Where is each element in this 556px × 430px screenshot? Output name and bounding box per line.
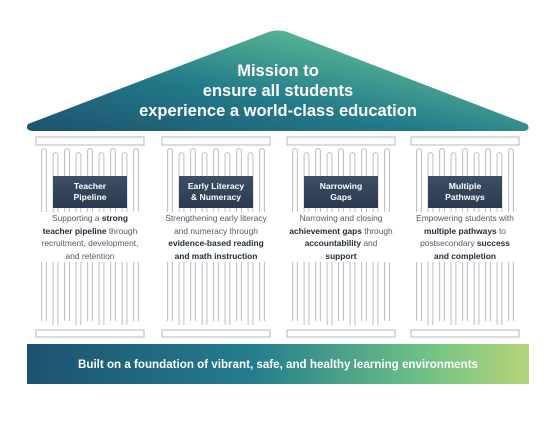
column-flute xyxy=(292,148,298,321)
column-flute xyxy=(485,148,491,321)
column-capital xyxy=(161,136,271,146)
description-text: through xyxy=(361,225,393,236)
column-flute xyxy=(64,148,70,321)
column-flute xyxy=(416,148,422,321)
description-emphasis: success and completion xyxy=(434,238,510,261)
column-flute xyxy=(87,148,93,321)
pillar-label-line: Pipeline xyxy=(73,192,107,202)
pillar-description-narrowing-gaps: Narrowing and closing achievement gaps t… xyxy=(289,212,393,263)
foundation-bar xyxy=(27,344,529,384)
column-flute xyxy=(133,148,139,321)
description-text: Supporting a xyxy=(52,213,102,223)
description-emphasis: achievement gaps xyxy=(289,225,362,236)
mission-line-1: Mission to xyxy=(237,62,319,80)
column-flute xyxy=(372,152,379,325)
columns xyxy=(35,136,520,338)
pillar-label-line: Multiple xyxy=(448,181,482,191)
column-flute xyxy=(201,152,208,325)
pillar-description-early-literacy: Strengthening early literacy and numerac… xyxy=(164,212,268,263)
column-flute xyxy=(508,148,514,321)
description-emphasis: support xyxy=(325,250,357,261)
column-flute xyxy=(303,152,310,325)
description-text: to postsecondary xyxy=(420,225,506,249)
column-flute xyxy=(110,148,116,321)
column-flute xyxy=(247,152,254,325)
column-flute xyxy=(326,152,333,325)
pillar-label-teacher-pipeline: Teacher Pipeline xyxy=(53,176,127,208)
column-flute xyxy=(439,148,445,321)
description-emphasis: multiple pathways xyxy=(424,225,497,236)
pillar-label-line: Pathways xyxy=(445,192,485,202)
mission-statement: Mission to ensure all students experienc… xyxy=(120,61,436,121)
pillar-description-multiple-pathways: Empowering students with multiple pathwa… xyxy=(413,212,517,263)
column-flute xyxy=(75,152,82,325)
roof xyxy=(26,30,529,131)
column-flute xyxy=(236,148,242,321)
pillar-label-multiple-pathways: Multiple Pathways xyxy=(428,176,502,208)
description-text: Narrowing and closing xyxy=(299,213,383,223)
column-capital xyxy=(410,136,520,146)
column-flute xyxy=(338,148,344,321)
pillar-label-line: & Numeracy xyxy=(190,192,242,202)
description-text: Empowering students with xyxy=(416,213,514,223)
column-flute xyxy=(259,148,265,321)
column-flute xyxy=(190,148,196,321)
description-emphasis: strong teacher pipeline xyxy=(42,213,128,236)
pillar-description-teacher-pipeline: Supporting a strong teacher pipeline thr… xyxy=(38,212,142,263)
pillar-label-early-literacy: Early Literacy & Numeracy xyxy=(179,176,253,208)
description-emphasis: accountability xyxy=(304,238,361,249)
column-flute xyxy=(361,148,367,321)
pillar-label-line: Teacher xyxy=(73,181,107,191)
foundation-text: Built on a foundation of vibrant, safe, … xyxy=(77,357,479,371)
column-flute xyxy=(167,148,173,321)
column-capital xyxy=(35,136,145,146)
column-base xyxy=(161,329,271,338)
column-flute xyxy=(178,152,185,325)
column-flute xyxy=(213,148,219,321)
column-flute xyxy=(52,152,59,325)
mission-line-3: experience a world-class education xyxy=(139,102,417,120)
pillar-label-line: Narrowing xyxy=(319,181,363,191)
mission-line-2: ensure all students xyxy=(202,82,354,100)
column-base xyxy=(35,329,145,338)
pillar-label-line: Gaps xyxy=(330,192,352,202)
column-flute xyxy=(450,152,457,325)
column-flute xyxy=(496,152,503,325)
column-capital xyxy=(286,136,396,146)
column-flute xyxy=(427,152,434,325)
column-flute xyxy=(98,152,105,325)
description-text: Strengthening early literacy and numerac… xyxy=(165,213,267,236)
pillar-label-line: Early Literacy xyxy=(187,181,245,191)
column-flute xyxy=(473,152,480,325)
column-base xyxy=(286,329,396,338)
column-flute xyxy=(41,148,47,321)
description-text: through recruitment, development, and re… xyxy=(41,225,139,261)
column-base xyxy=(410,329,520,338)
column-flute xyxy=(349,152,356,325)
column-flute xyxy=(121,152,128,325)
column-flute xyxy=(384,148,390,321)
column-flute xyxy=(462,148,468,321)
pillar-label-narrowing-gaps: Narrowing Gaps xyxy=(304,176,378,208)
description-emphasis: evidence-based reading and math instruct… xyxy=(168,238,264,261)
column-flute xyxy=(315,148,321,321)
column-flute xyxy=(224,152,231,325)
description-text: and xyxy=(361,238,378,249)
